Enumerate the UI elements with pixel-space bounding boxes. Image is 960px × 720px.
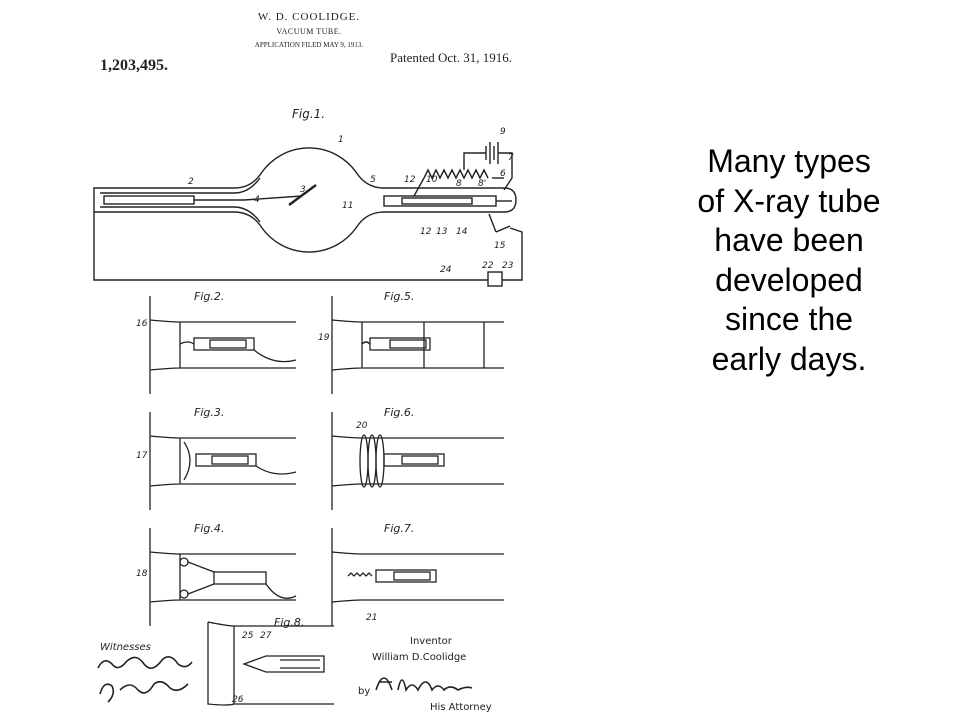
ref-17: 17 [136,451,148,461]
ref-21: 21 [366,613,377,623]
fig8-drawing [207,621,334,706]
by-label: by [358,686,370,697]
fig5-label: Fig.5. [384,290,414,303]
ref-3: 3 [300,185,306,195]
small-fig-labels: Fig.2. Fig.5. Fig.3. Fig.6. Fig.4. Fig.7… [194,290,414,629]
ref-25: 25 [242,631,254,641]
fig7-label: Fig.7. [384,522,414,535]
ref-13: 13 [436,227,448,237]
ref-8: 8 [456,179,462,189]
ref-20: 20 [356,421,368,431]
ref-4: 4 [254,195,260,205]
patent-drawing: W. D. COOLIDGE. VACUUM TUBE. APPLICATION… [84,0,534,720]
ref-5: 5 [370,175,376,185]
ref-22: 22 [482,261,494,271]
patent-drawing-svg: W. D. COOLIDGE. VACUUM TUBE. APPLICATION… [93,11,523,713]
caption-line-5: since the [724,301,854,337]
ref-8-prime: 8' [478,179,486,189]
inventor-signature: William D.Coolidge [372,652,466,663]
ref-19: 19 [318,333,330,343]
ref-18: 18 [136,569,148,579]
ref-12a: 12 [404,175,416,185]
ref-12b: 12 [420,227,432,237]
fig4-label: Fig.4. [194,522,224,535]
fig5-drawing [331,296,504,394]
fig3-label: Fig.3. [194,406,224,419]
ref-27: 27 [260,631,272,641]
attorney-signature [375,677,473,693]
fig6-drawing [331,412,504,510]
fig7-drawing [331,528,504,626]
inventor-label: Inventor [410,636,453,647]
caption-line-3: have been [714,222,864,258]
fig4-drawing [149,528,297,626]
ref-16: 16 [136,319,148,329]
ref-10: 10 [426,175,438,185]
caption-line-4: developed [715,261,863,298]
ref-15: 15 [494,241,506,251]
patented-date: Patented Oct. 31, 1916. [390,50,512,65]
fig8-label: Fig.8. [274,616,304,629]
ref-23: 23 [502,261,514,271]
fig6-label: Fig.6. [384,406,414,419]
ref-2: 2 [188,177,194,187]
fig2-label: Fig.2. [194,290,224,303]
patent-invention: VACUUM TUBE. [276,27,341,36]
fig3-drawing [149,412,297,510]
patent-inventor-name: W. D. COOLIDGE. [258,11,360,23]
patent-application-filed: APPLICATION FILED MAY 9, 1913. [255,41,364,49]
ref-26: 26 [232,695,244,705]
small-fig-ref-numbers: 16 19 17 20 18 21 25 27 26 [136,319,377,705]
caption-text: Many types of X-ray tube have been devel… [640,142,938,379]
caption-line-6: early days. [711,340,867,377]
ref-14: 14 [456,227,468,237]
fig2-drawing [149,296,297,394]
fig1-label: Fig.1. [292,107,325,121]
caption-line-2: of X-ray tube [697,182,881,219]
patent-number: 1,203,495. [100,57,168,74]
ref-9: 9 [500,127,506,137]
ref-11: 11 [342,201,353,211]
ref-7: 7 [508,153,514,163]
witness-signatures [97,656,193,703]
fig1-ref-numbers: 1 2 3 4 5 6 7 8 8' 9 10 11 12 12 13 14 1… [188,127,514,275]
fig1-drawing [93,142,523,287]
ref-1: 1 [338,135,344,145]
ref-6: 6 [500,169,506,179]
attorney-label: His Attorney [430,702,492,713]
witnesses-label: Witnesses [100,642,151,653]
caption-line-1: Many types [707,143,871,179]
ref-24: 24 [440,265,452,275]
